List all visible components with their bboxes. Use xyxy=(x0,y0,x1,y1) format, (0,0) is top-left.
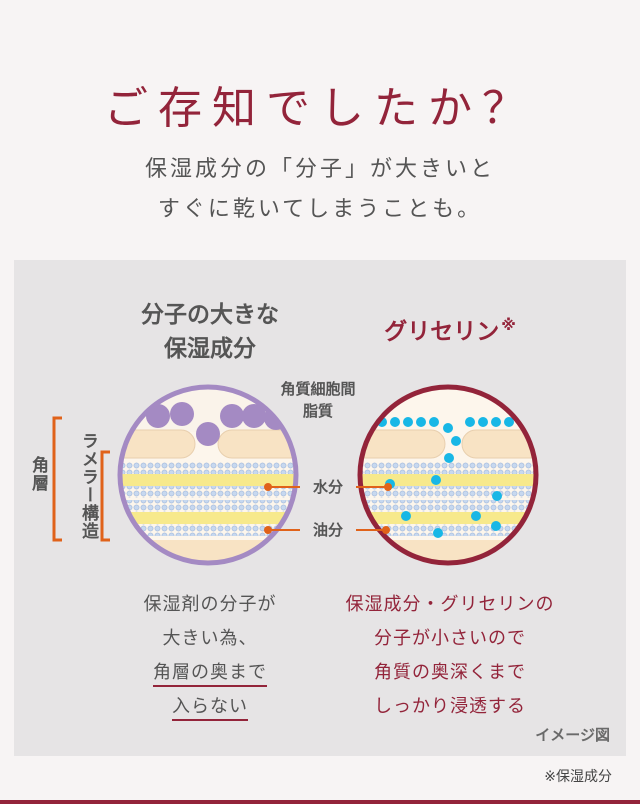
subtitle-line-1: 保湿成分の「分子」が大きいと xyxy=(144,157,495,182)
left-heading-line-2: 保湿成分 xyxy=(164,336,256,362)
intercellular-lipid-line-2: 脂質 xyxy=(302,402,333,420)
right-caption-line-2: 分子が小さいので xyxy=(374,628,526,649)
page-title: ご存知でしたか？ xyxy=(104,83,536,134)
lamellar-label: ラメラー構造 xyxy=(78,432,98,540)
intercellular-lipid-label: 角質細胞間 脂質 xyxy=(268,378,368,422)
right-heading-mark: ※ xyxy=(501,316,516,335)
water-label: 水分 xyxy=(312,478,343,496)
subtitle-line-2: すぐに乾いてしまうことも。 xyxy=(157,197,483,222)
right-caption-line-4: しっかり浸透する xyxy=(374,696,526,717)
water-connector xyxy=(264,483,392,491)
right-caption-line-3: 角質の奥深くまで xyxy=(374,662,526,683)
stratum-label: 角層 xyxy=(28,456,48,492)
oil-label: 油分 xyxy=(312,521,343,539)
right-heading: グリセリン※ xyxy=(360,312,540,346)
left-caption-line-2: 大きい為、 xyxy=(162,628,258,649)
right-heading-text: グリセリン xyxy=(384,319,500,345)
bottom-divider xyxy=(0,800,640,804)
left-caption-line-1: 保湿剤の分子が xyxy=(143,594,277,615)
oil-connector xyxy=(264,526,390,534)
right-caption-line-1: 保湿成分・グリセリンの xyxy=(345,594,555,615)
left-caption-line-4: 入らない xyxy=(172,696,248,717)
left-caption: 保湿剤の分子が 大きい為、 角層の奥まで 入らない xyxy=(110,588,310,724)
right-caption: 保湿成分・グリセリンの 分子が小さいので 角質の奥深くまで しっかり浸透する xyxy=(320,588,580,724)
stratum-bracket xyxy=(52,416,62,542)
footnote: ※保湿成分 xyxy=(544,769,612,785)
right-circle xyxy=(357,384,539,566)
image-note: イメージ図 xyxy=(535,726,610,744)
left-heading-line-1: 分子の大きな xyxy=(141,302,279,328)
intercellular-lipid-line-1: 角質細胞間 xyxy=(280,380,356,398)
lamellar-bracket xyxy=(100,450,110,542)
left-caption-line-3: 角層の奥まで xyxy=(153,662,267,683)
subtitle: 保湿成分の「分子」が大きいと すぐに乾いてしまうことも。 xyxy=(0,150,640,230)
left-heading: 分子の大きな 保湿成分 xyxy=(110,298,310,366)
